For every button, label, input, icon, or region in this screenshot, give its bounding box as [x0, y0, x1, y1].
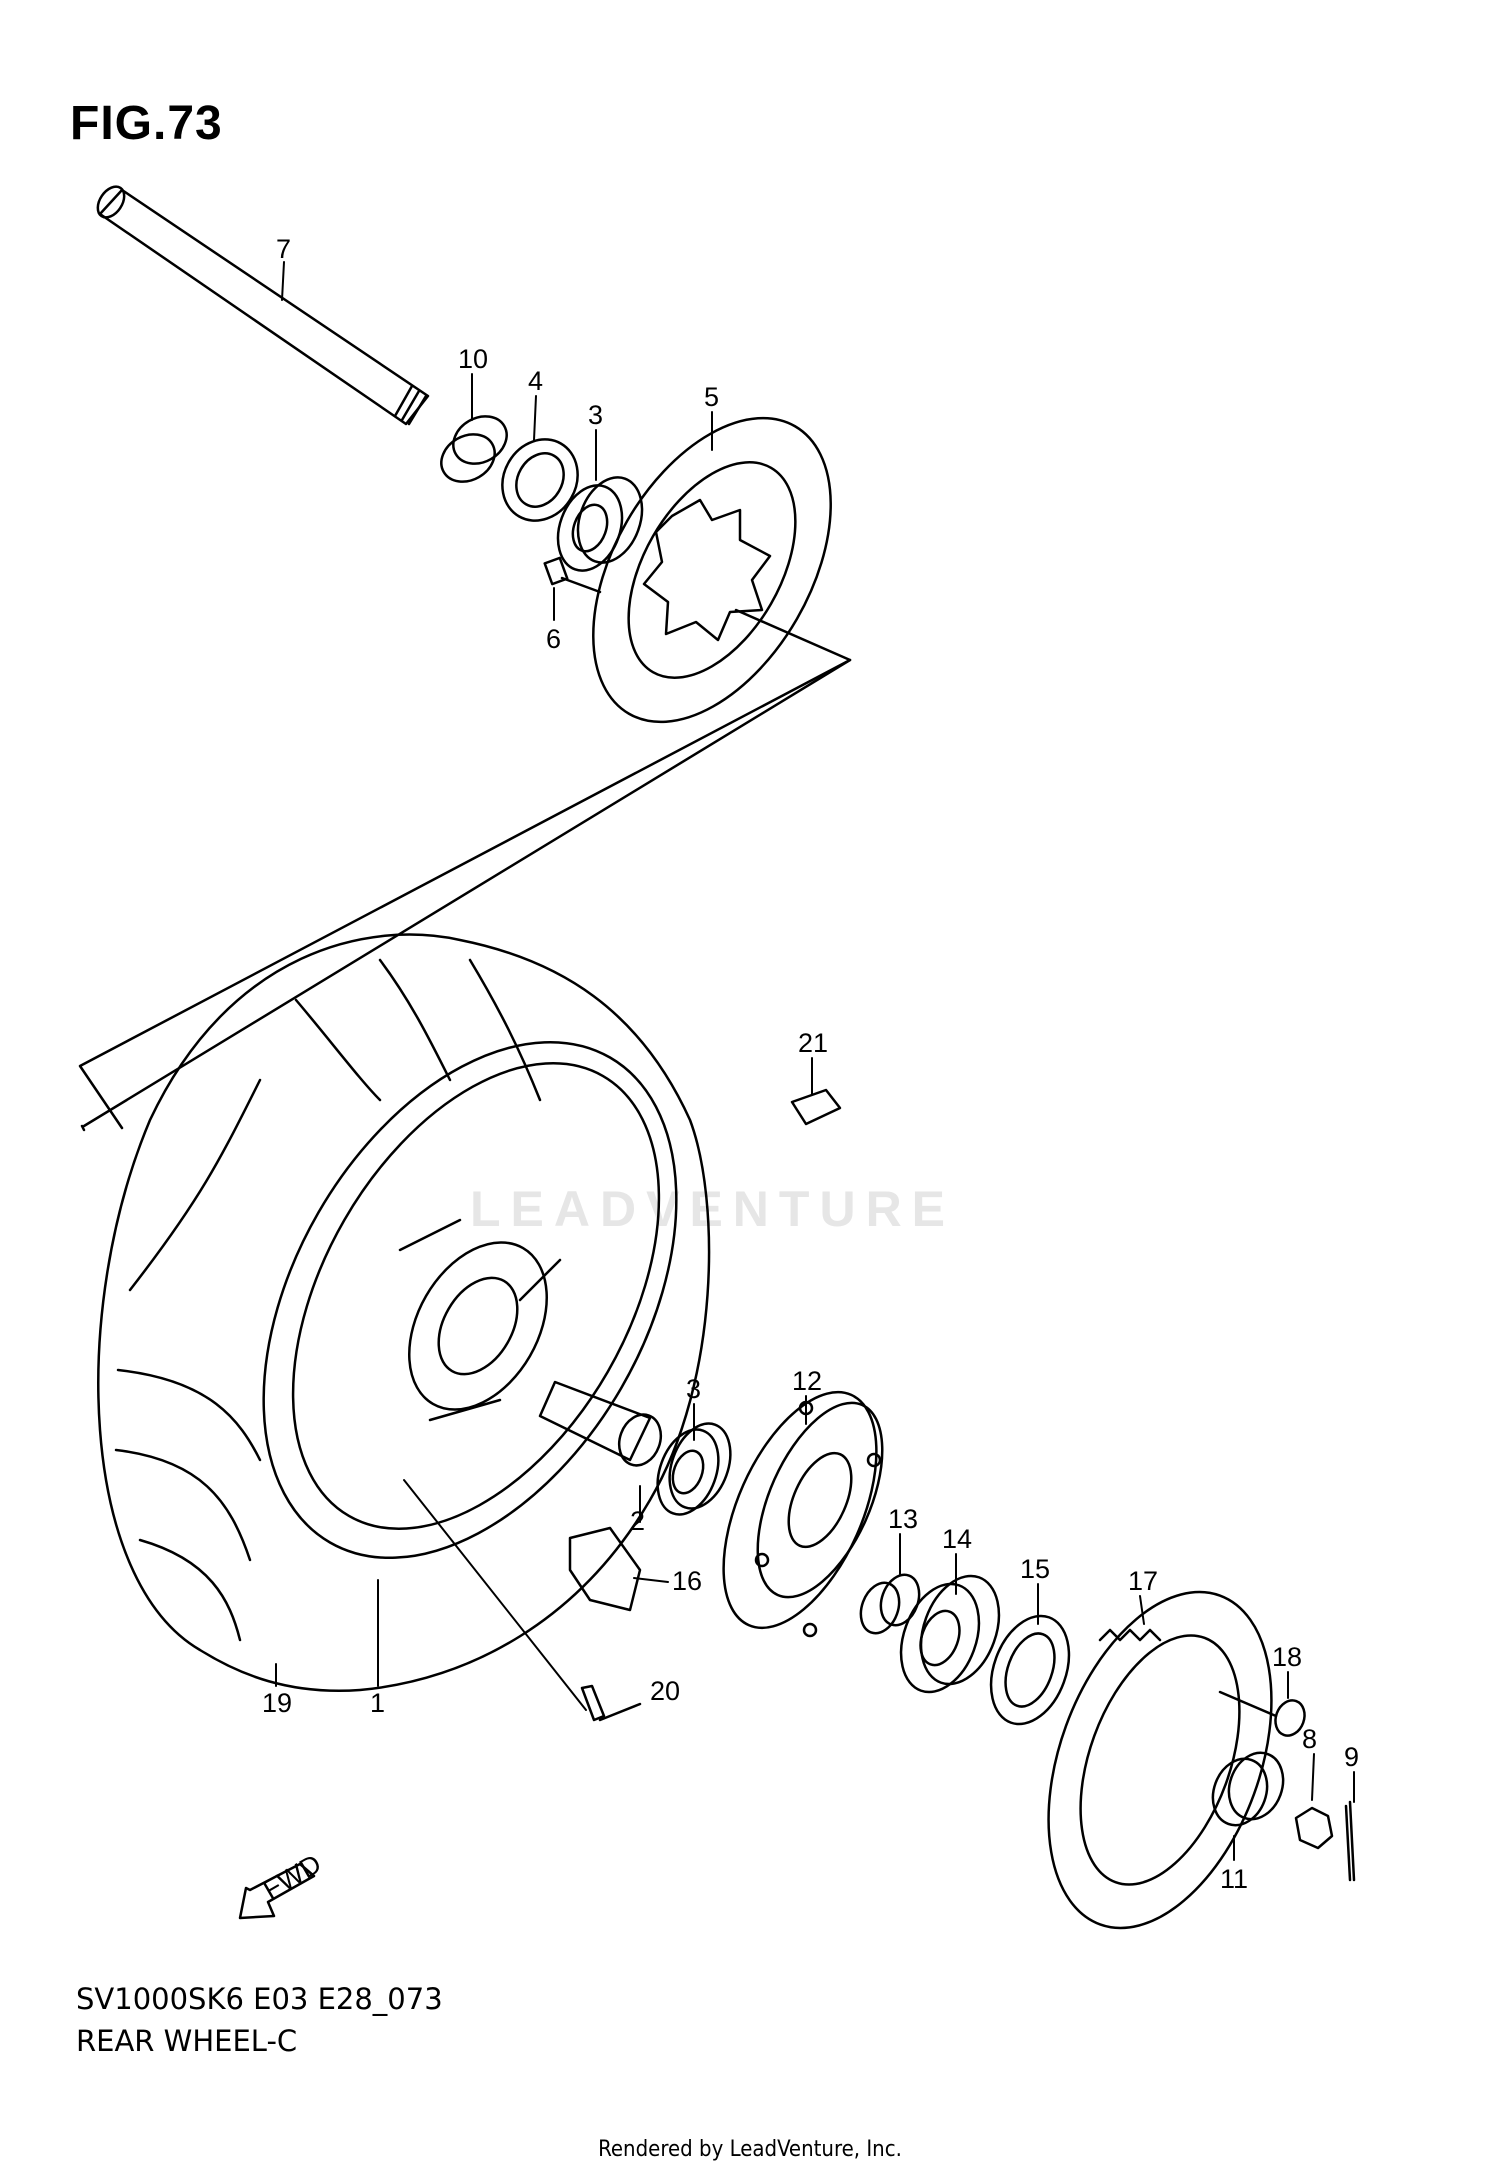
- callout-1: 1: [370, 1688, 385, 1718]
- nut-part-8[interactable]: [1294, 1806, 1334, 1850]
- callout-19: 19: [262, 1688, 292, 1718]
- oil-seal-part-4[interactable]: [488, 426, 592, 535]
- callout-15: 15: [1020, 1554, 1050, 1584]
- callout-20: 20: [650, 1676, 680, 1706]
- forward-arrow-icon: [238, 1862, 316, 1920]
- damper-part-16[interactable]: [568, 1526, 642, 1612]
- collar-part-10[interactable]: [433, 407, 515, 491]
- sprocket-part-17[interactable]: [1006, 1561, 1314, 1958]
- callout-17: 17: [1128, 1566, 1158, 1596]
- callout-13: 13: [888, 1504, 918, 1534]
- figure-title: FIG.73: [70, 97, 223, 150]
- explode-line-wheel-top: [78, 658, 852, 1130]
- tire-part-19[interactable]: [97, 933, 711, 1692]
- callout-2: 2: [630, 1506, 645, 1536]
- callout-11: 11: [1220, 1864, 1248, 1894]
- bolt-part-6[interactable]: [543, 556, 602, 594]
- callout-7: 7: [276, 234, 291, 264]
- valve-part-20[interactable]: [580, 1684, 642, 1722]
- axle-part-7[interactable]: [92, 182, 430, 426]
- callout-4: 4: [528, 366, 543, 396]
- callout-16: 16: [672, 1566, 702, 1596]
- diagram-code: SV1000SK6 E03 E28_073: [76, 1982, 443, 2016]
- wheel-rim-part-1[interactable]: [178, 970, 761, 1630]
- callout-numbers: 7 10 4 3 5 6 21 3 12 2 13 14 15 16 17 18…: [258, 234, 1359, 1905]
- callout-3-upper: 3: [588, 400, 603, 430]
- callout-12: 12: [792, 1366, 822, 1396]
- sprocket-carrier-part-12[interactable]: [692, 1370, 908, 1651]
- oil-seal-part-15[interactable]: [977, 1605, 1083, 1735]
- collar-part-13[interactable]: [854, 1569, 926, 1638]
- leader-lines: [275, 261, 1355, 1861]
- fwd-label: FWD: [258, 1848, 326, 1905]
- rendered-by-credit: Rendered by LeadVenture, Inc.: [598, 2137, 902, 2162]
- nut-part-18[interactable]: [1218, 1690, 1309, 1740]
- callout-6: 6: [546, 624, 561, 654]
- callout-10: 10: [458, 344, 488, 374]
- explode-line-disc: [80, 608, 852, 1132]
- balance-weight-part-21[interactable]: [790, 1088, 842, 1126]
- cotter-pin-part-9[interactable]: [1344, 1800, 1356, 1882]
- callout-3-lower: 3: [686, 1374, 701, 1404]
- bearing-part-14[interactable]: [887, 1565, 1013, 1703]
- callout-5: 5: [704, 382, 719, 412]
- callout-8: 8: [1302, 1724, 1317, 1754]
- callout-18: 18: [1272, 1642, 1302, 1672]
- diagram-name: REAR WHEEL-C: [76, 2024, 298, 2058]
- brake-disc-part-5[interactable]: [544, 377, 880, 763]
- callout-9: 9: [1344, 1742, 1359, 1772]
- callout-21: 21: [798, 1028, 828, 1058]
- callout-14: 14: [942, 1524, 972, 1554]
- spacer-part-2[interactable]: [538, 1380, 668, 1471]
- collar-part-11[interactable]: [1204, 1745, 1292, 1833]
- bearing-part-3-lower[interactable]: [647, 1415, 742, 1523]
